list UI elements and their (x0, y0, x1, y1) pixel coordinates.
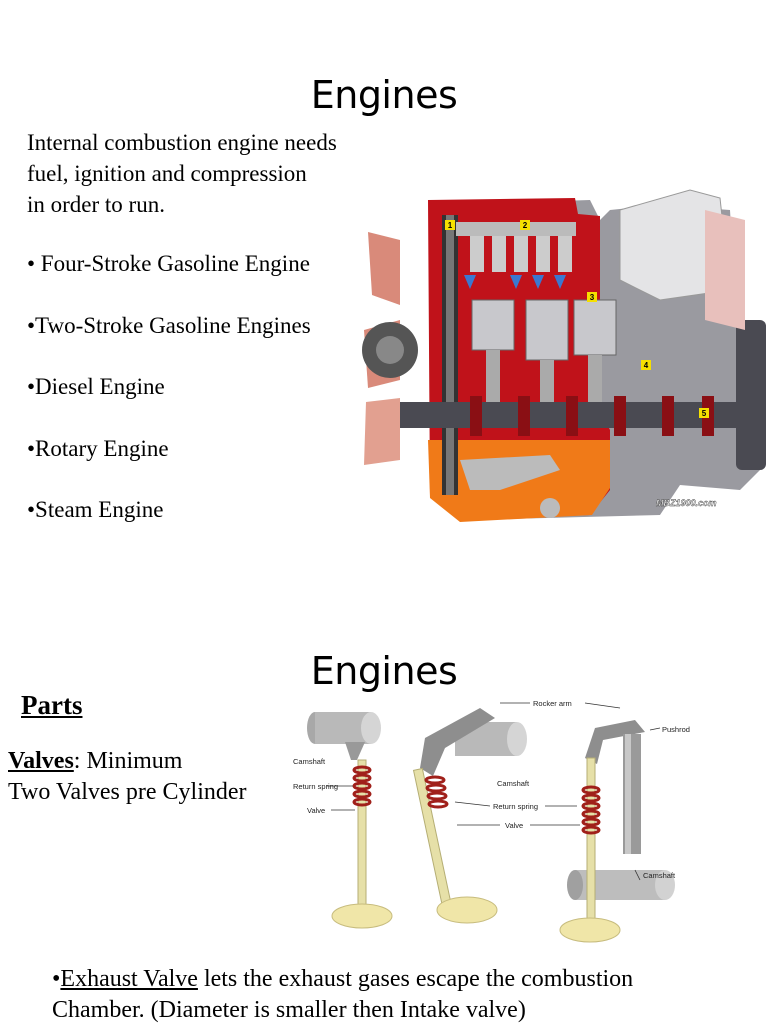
valve-train-diagram: Rocker arm Pushrod Camshaft Camshaft Cam… (293, 699, 690, 943)
intro-line: in order to run. (27, 192, 165, 217)
valves-line-1: Valves: Minimum (8, 746, 247, 777)
intro-line: fuel, ignition and compression (27, 161, 307, 186)
slide-title: Engines (310, 649, 458, 694)
return-spring (352, 765, 372, 807)
parts-heading: Parts (21, 690, 83, 720)
valves-description: Valves: Minimum Two Valves pre Cylinder (8, 746, 247, 808)
slide-title: Engines (310, 73, 458, 118)
slide-engine-parts: Engines Parts Valves: Minimum Two Valves… (0, 590, 768, 1024)
intro-line: Internal combustion engine needs (27, 130, 337, 155)
valve-train (470, 236, 572, 272)
callout-4-label: 4 (644, 361, 649, 370)
valves-term: Valves (8, 748, 74, 774)
callout-4 (641, 360, 651, 370)
exhaust-line-1: •Exhaust Valve lets the exhaust gases es… (52, 964, 752, 995)
camshaft (456, 222, 576, 236)
return-spring (424, 775, 449, 809)
pistons (471, 299, 617, 361)
combustion-chambers (464, 275, 566, 289)
callout-2 (520, 220, 530, 230)
exhaust-line-2: Chamber. (Diameter is smaller then Intak… (52, 997, 526, 1023)
valves-rest: : Minimum (73, 748, 183, 774)
label-valve: Valve (307, 806, 325, 815)
diagram-pushrod (559, 720, 675, 943)
callout-2-label: 2 (523, 221, 528, 230)
label-rocker-arm: Rocker arm (533, 699, 572, 708)
crank-counterweights (470, 396, 714, 436)
oil-pump (460, 455, 560, 490)
list-item: •Diesel Engine (27, 374, 165, 399)
intro-paragraph: Internal combustion engine needs fuel, i… (27, 127, 387, 220)
list-item: •Steam Engine (27, 497, 164, 522)
watermark: MBZ1900.com (656, 498, 717, 508)
callout-5 (699, 408, 709, 418)
list-item: •Two-Stroke Gasoline Engines (27, 312, 311, 338)
label-camshaft: Camshaft (497, 779, 530, 788)
flywheel (736, 320, 766, 470)
exhaust-rest: lets the exhaust gases escape the combus… (197, 966, 634, 992)
connecting-rods (486, 350, 602, 410)
diagram-direct-cam (307, 712, 393, 929)
callout-1 (445, 220, 455, 230)
callout-5-label: 5 (702, 409, 707, 418)
callout-1-label: 1 (448, 221, 453, 230)
slide-engines-types: Engines Internal combustion engine needs… (27, 73, 766, 556)
label-return-spring: Return spring (293, 782, 338, 791)
engine-types-list: • Four-Stroke Gasoline Engine •Two-Strok… (27, 248, 367, 556)
return-spring (581, 785, 601, 835)
label-return-spring: Return spring (493, 802, 538, 811)
engine-cutaway-image: 1 2 3 4 5 MBZ1900.com (362, 189, 766, 522)
list-item: •Rotary Engine (27, 435, 169, 461)
filter-housing (705, 210, 745, 330)
label-valve: Valve (505, 821, 523, 830)
bullet: • (52, 966, 61, 992)
callout-3-label: 3 (590, 293, 595, 302)
callout-3 (587, 292, 597, 302)
label-camshaft: Camshaft (293, 757, 326, 766)
label-pushrod: Pushrod (662, 725, 690, 734)
list-item: • Four-Stroke Gasoline Engine (27, 251, 310, 276)
diagram-rocker (412, 708, 527, 924)
label-camshaft: Camshaft (643, 871, 676, 880)
valves-line-2: Two Valves pre Cylinder (8, 779, 247, 805)
exhaust-valve-description: •Exhaust Valve lets the exhaust gases es… (52, 964, 752, 1026)
exhaust-valve-term: Exhaust Valve (60, 966, 198, 992)
